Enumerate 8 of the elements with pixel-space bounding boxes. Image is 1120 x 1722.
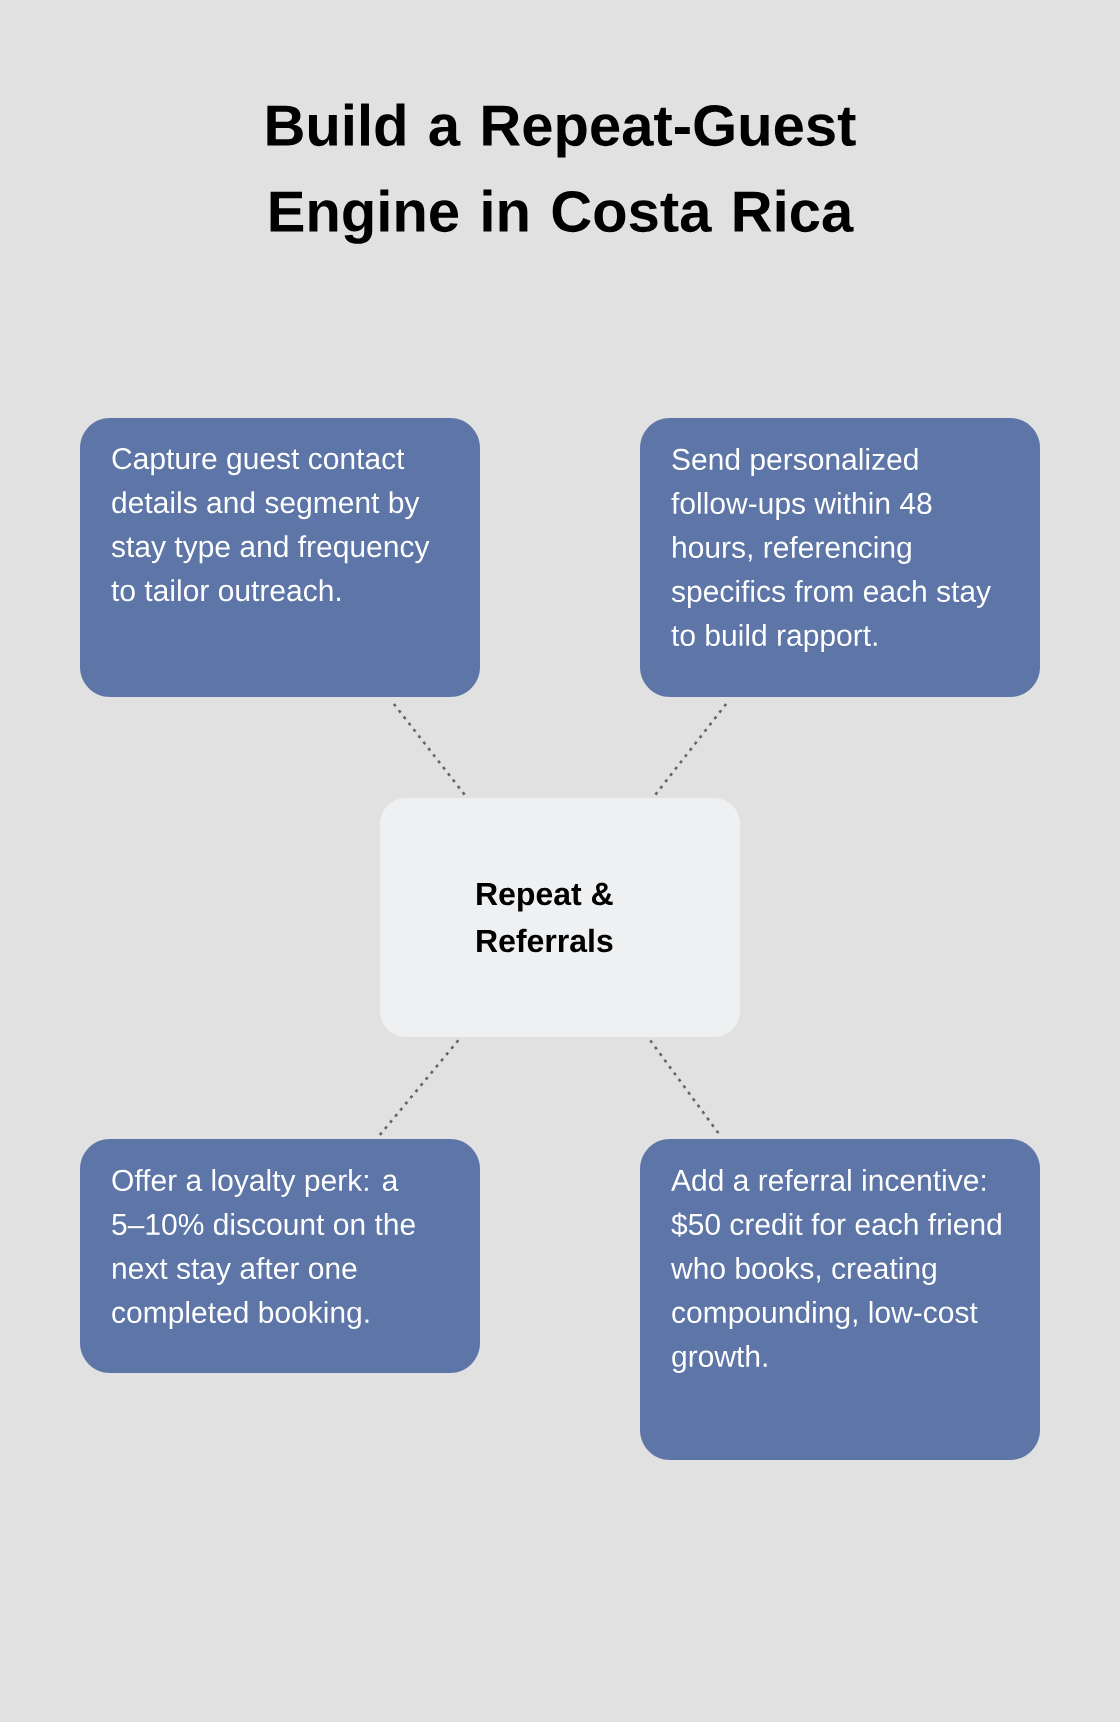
step-box: Add a referral incentive: $50 credit for each friend who books, creating compounding, low-cost growth. <box>640 1139 1040 1460</box>
connector-line <box>649 1039 722 1137</box>
step-box: Capture guest contact details and segment by stay type and frequency to tailor outreach. <box>80 418 480 697</box>
hub-box: Repeat & Referrals <box>380 798 740 1037</box>
step-box: Offer a loyalty perk: a 5–10% discount on the next stay after one completed booking. <box>80 1139 480 1373</box>
title: Build a Repeat-Guest Engine in Costa Rica <box>267 103 856 244</box>
step-box: Send personalized follow-ups within 48 hours, referencing specifics from each stay to build rapport. <box>640 418 1040 697</box>
connector-line <box>378 1039 460 1137</box>
